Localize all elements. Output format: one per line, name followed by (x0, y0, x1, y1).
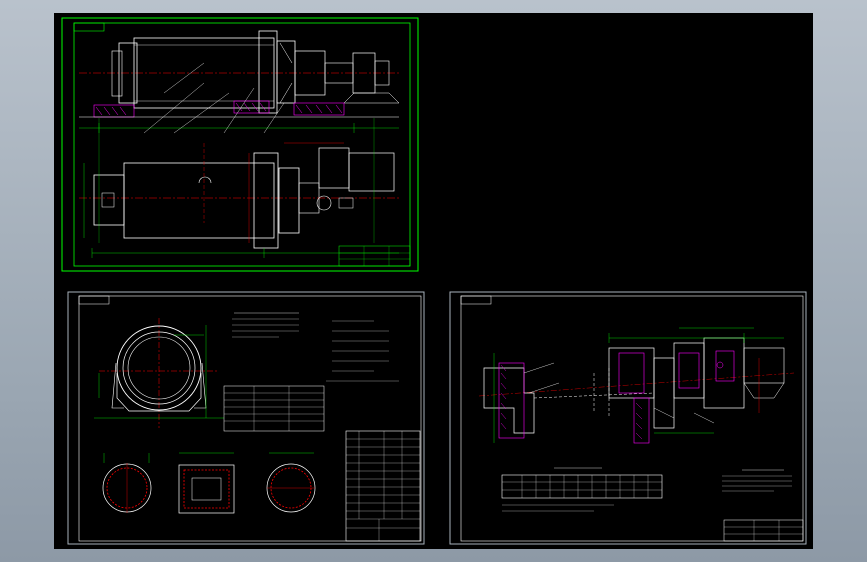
title-block-schematic (723, 519, 804, 542)
sheet-schematic[interactable] (449, 291, 807, 545)
schematic-spec-table (501, 467, 663, 512)
assembly-front-view (79, 30, 400, 134)
sheet-assembly[interactable] (61, 17, 419, 272)
cad-drawing-viewport[interactable] (54, 13, 813, 549)
assembly-plan-view (79, 118, 399, 258)
cad-canvas[interactable] (54, 13, 813, 549)
sheet-tag-box (460, 295, 492, 305)
title-block-assembly (338, 245, 411, 267)
schematic-notes (722, 469, 792, 492)
schematic-layout-view (478, 327, 795, 444)
sheet-tag-box (73, 22, 105, 32)
sheet-tag-box (78, 295, 110, 305)
part-main-view (94, 318, 224, 428)
sheet-part[interactable] (67, 291, 425, 545)
parts-list-table (345, 430, 421, 542)
part-parameter-table (223, 385, 325, 432)
part-section-views (102, 452, 316, 514)
part-notes (232, 312, 399, 382)
